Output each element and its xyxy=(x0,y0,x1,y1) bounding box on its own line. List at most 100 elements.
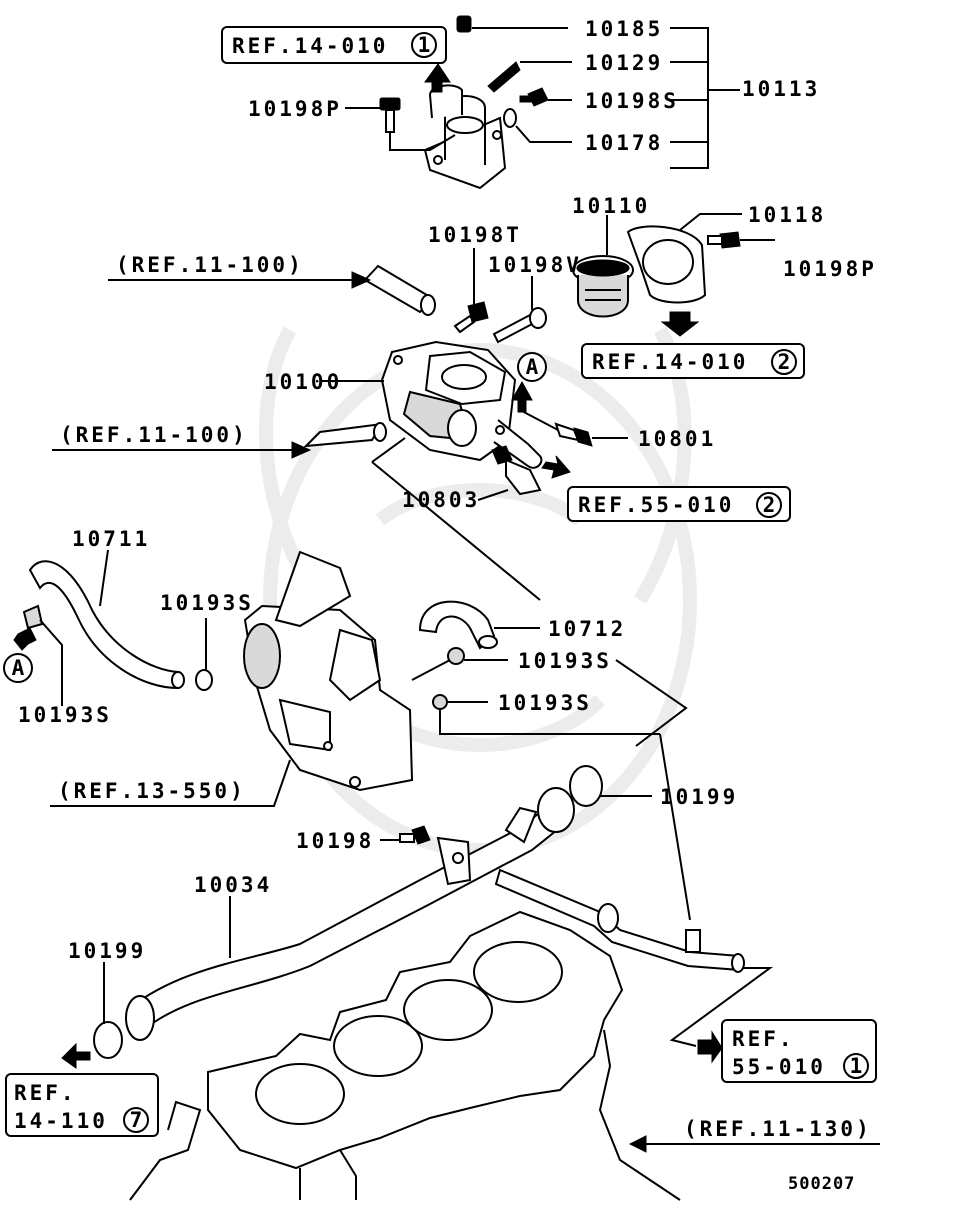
leader-ref-55-010-1 xyxy=(669,967,774,1047)
arrow-ref-11-100-lower xyxy=(291,441,312,459)
plug-10185 xyxy=(456,15,472,33)
gasket-10129 xyxy=(487,61,521,93)
ref-14-010-1-circle xyxy=(411,32,437,58)
label-10193s-lower: 10193S xyxy=(498,691,592,715)
arrow-ref-14-110-7 xyxy=(61,1042,91,1069)
clamp-10193s-left xyxy=(22,604,44,630)
arrow-up-ref-14-010-1 xyxy=(424,63,451,93)
bypass-pipe xyxy=(494,868,745,973)
leader-housing-to-hose xyxy=(371,437,541,601)
label-10198v: 10198V xyxy=(488,253,582,277)
oring-10178 xyxy=(503,108,517,128)
clamp-10193s-upper xyxy=(447,647,465,665)
label-10199-right: 10199 xyxy=(660,785,738,809)
label-10198s-top: 10198S xyxy=(585,89,679,113)
oring-10199-left xyxy=(93,1021,123,1059)
leader-10178 xyxy=(515,125,572,143)
connector-a-top-circle xyxy=(517,352,547,382)
label-10711: 10711 xyxy=(72,527,150,551)
arrow-up-a-top xyxy=(511,380,533,413)
hose-stub-ref-11-100-upper xyxy=(363,264,436,316)
ref-14-010-2-text: REF.14-010 xyxy=(592,350,748,374)
ref-11-100-lower: (REF.11-100) xyxy=(60,423,248,447)
connector-a-left-circle xyxy=(3,653,33,683)
label-10110: 10110 xyxy=(572,194,650,218)
ref-box-55-010-1 xyxy=(721,1019,877,1083)
label-10178: 10178 xyxy=(585,131,663,155)
ref-14-010-1-number: 1 xyxy=(418,33,431,57)
arrow-ref-11-130 xyxy=(628,1135,647,1153)
label-10198t: 10198T xyxy=(428,223,522,247)
hose-stub-ref-11-100-lower xyxy=(303,422,387,448)
label-10193s-left: 10193S xyxy=(18,703,112,727)
ref-55-010-1-number: 1 xyxy=(850,1054,863,1078)
ref-55-010-2-text: REF.55-010 xyxy=(578,493,734,517)
label-10034: 10034 xyxy=(194,873,272,897)
leader-bracket-10193s xyxy=(615,659,691,921)
label-10113: 10113 xyxy=(742,77,820,101)
ref-box-14-110-7 xyxy=(5,1073,159,1137)
ref-14-110-7-line1: REF. xyxy=(14,1081,77,1105)
throttle-body-ref-13-550 xyxy=(243,550,414,792)
leader-10193s-left xyxy=(39,619,63,706)
ref-box-14-010-2 xyxy=(581,343,805,379)
label-10193s-upper: 10193S xyxy=(518,649,612,673)
label-10712: 10712 xyxy=(548,617,626,641)
leader-clamp-links xyxy=(411,659,660,735)
bolt-10198t xyxy=(453,301,489,334)
label-10801: 10801 xyxy=(638,427,716,451)
label-10129: 10129 xyxy=(585,51,663,75)
leader-10118 xyxy=(679,213,742,231)
leader-10198p-path xyxy=(389,132,456,151)
label-10198p-top: 10198P xyxy=(248,97,342,121)
bracket-10113 xyxy=(670,27,740,169)
label-10118: 10118 xyxy=(748,203,826,227)
ref-55-010-2-circle xyxy=(756,492,782,518)
thermostat-housing-10100 xyxy=(380,340,543,469)
arrow-ref-55-010-1 xyxy=(697,1030,723,1064)
clamp-10193s-lower xyxy=(432,694,448,710)
ref-55-010-1-circle xyxy=(843,1053,869,1079)
ref-14-010-2-number: 2 xyxy=(778,350,791,374)
label-10803: 10803 xyxy=(402,488,480,512)
label-10198p-right: 10198P xyxy=(783,257,877,281)
ref-11-100-upper: (REF.11-100) xyxy=(116,253,304,277)
thermostat-case-10118 xyxy=(626,225,707,304)
label-10100: 10100 xyxy=(264,370,342,394)
ref-55-010-1-line2: 55-010 xyxy=(732,1055,826,1079)
ref-box-55-010-2 xyxy=(567,486,791,522)
ref-55-010-2-number: 2 xyxy=(763,493,776,517)
bolt-10198v xyxy=(492,307,547,344)
connector-a-top: A xyxy=(526,355,539,379)
ref-11-130: (REF.11-130) xyxy=(684,1117,872,1141)
bolt-10198p-top xyxy=(379,97,401,133)
arrow-down-ref-14-010-2 xyxy=(660,311,700,337)
ref-55-010-1-line1: REF. xyxy=(732,1027,795,1051)
diagram-code: 500207 xyxy=(788,1174,855,1194)
leader-10711 xyxy=(99,549,109,607)
ref-14-110-7-line2: 14-110 xyxy=(14,1109,108,1133)
oring-10199-right xyxy=(569,765,603,807)
ref-14-010-2-circle xyxy=(771,349,797,375)
connector-a-left: A xyxy=(12,656,25,680)
hose-10711 xyxy=(28,560,185,690)
leader-ref-13-550 xyxy=(50,759,291,807)
arrow-ref-11-100-upper xyxy=(351,271,372,289)
label-10198: 10198 xyxy=(296,829,374,853)
label-10199-left: 10199 xyxy=(68,939,146,963)
arrow-a-left xyxy=(13,627,37,651)
water-pipe-10034 xyxy=(125,787,575,1041)
clamp-10193s-mid xyxy=(195,669,213,691)
ref-box-14-010-1 xyxy=(221,26,447,64)
label-10185: 10185 xyxy=(585,17,663,41)
hose-10712 xyxy=(418,600,498,650)
engine-block xyxy=(129,910,681,1201)
thermostat-10110 xyxy=(572,255,634,318)
label-10193s-mid: 10193S xyxy=(160,591,254,615)
ref-13-550: (REF.13-550) xyxy=(58,779,246,803)
bolt-10198 xyxy=(399,825,431,845)
water-outlet-fitting xyxy=(423,84,507,190)
ref-14-110-7-number: 7 xyxy=(130,1108,143,1132)
